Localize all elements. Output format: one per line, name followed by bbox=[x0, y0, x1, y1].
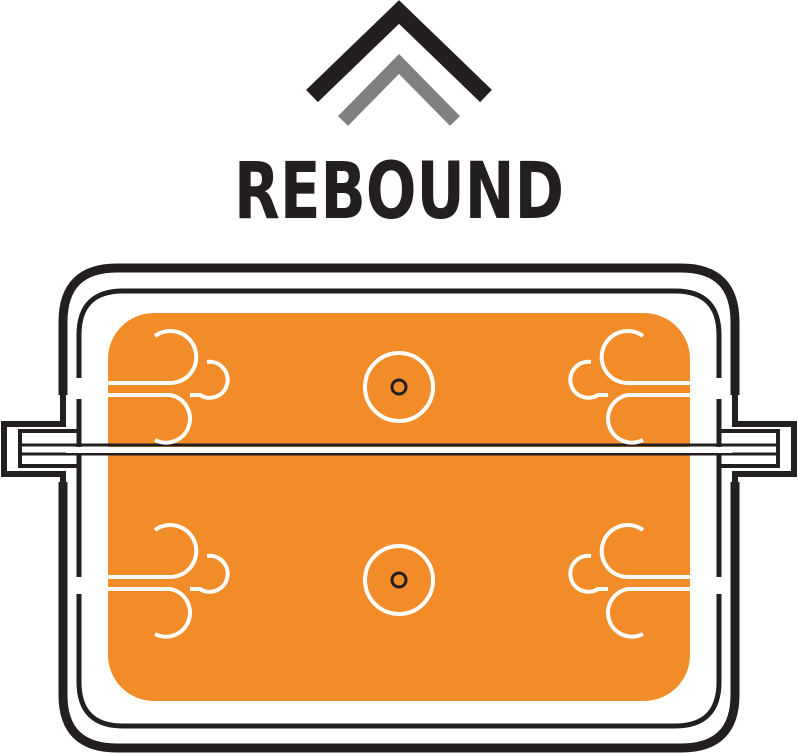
right-tab bbox=[732, 395, 797, 482]
target-circle-icon bbox=[363, 544, 435, 616]
frame-inner-bottom bbox=[76, 594, 722, 729]
cushion-frame bbox=[58, 263, 740, 753]
chevron-up-icon bbox=[338, 54, 460, 126]
foam-layer bbox=[108, 313, 690, 701]
side-tabs bbox=[1, 395, 797, 482]
right-tab-inner bbox=[717, 400, 780, 478]
target-circle-icon bbox=[363, 351, 435, 423]
pressure-point-top bbox=[363, 351, 435, 423]
frame-outer-top bbox=[58, 263, 740, 395]
pressure-point-bottom bbox=[363, 544, 435, 616]
left-tab-inner bbox=[18, 400, 81, 478]
rebound-logo bbox=[306, 0, 492, 126]
frame-inner-top bbox=[76, 288, 722, 378]
target-center-dot bbox=[390, 571, 408, 589]
target-center-dot bbox=[390, 378, 408, 396]
frame-outer-bottom bbox=[58, 482, 740, 753]
seam-band bbox=[66, 447, 732, 453]
page-title: REBOUND bbox=[234, 147, 564, 237]
left-tab bbox=[1, 395, 66, 482]
chevron-up-icon bbox=[306, 0, 492, 103]
